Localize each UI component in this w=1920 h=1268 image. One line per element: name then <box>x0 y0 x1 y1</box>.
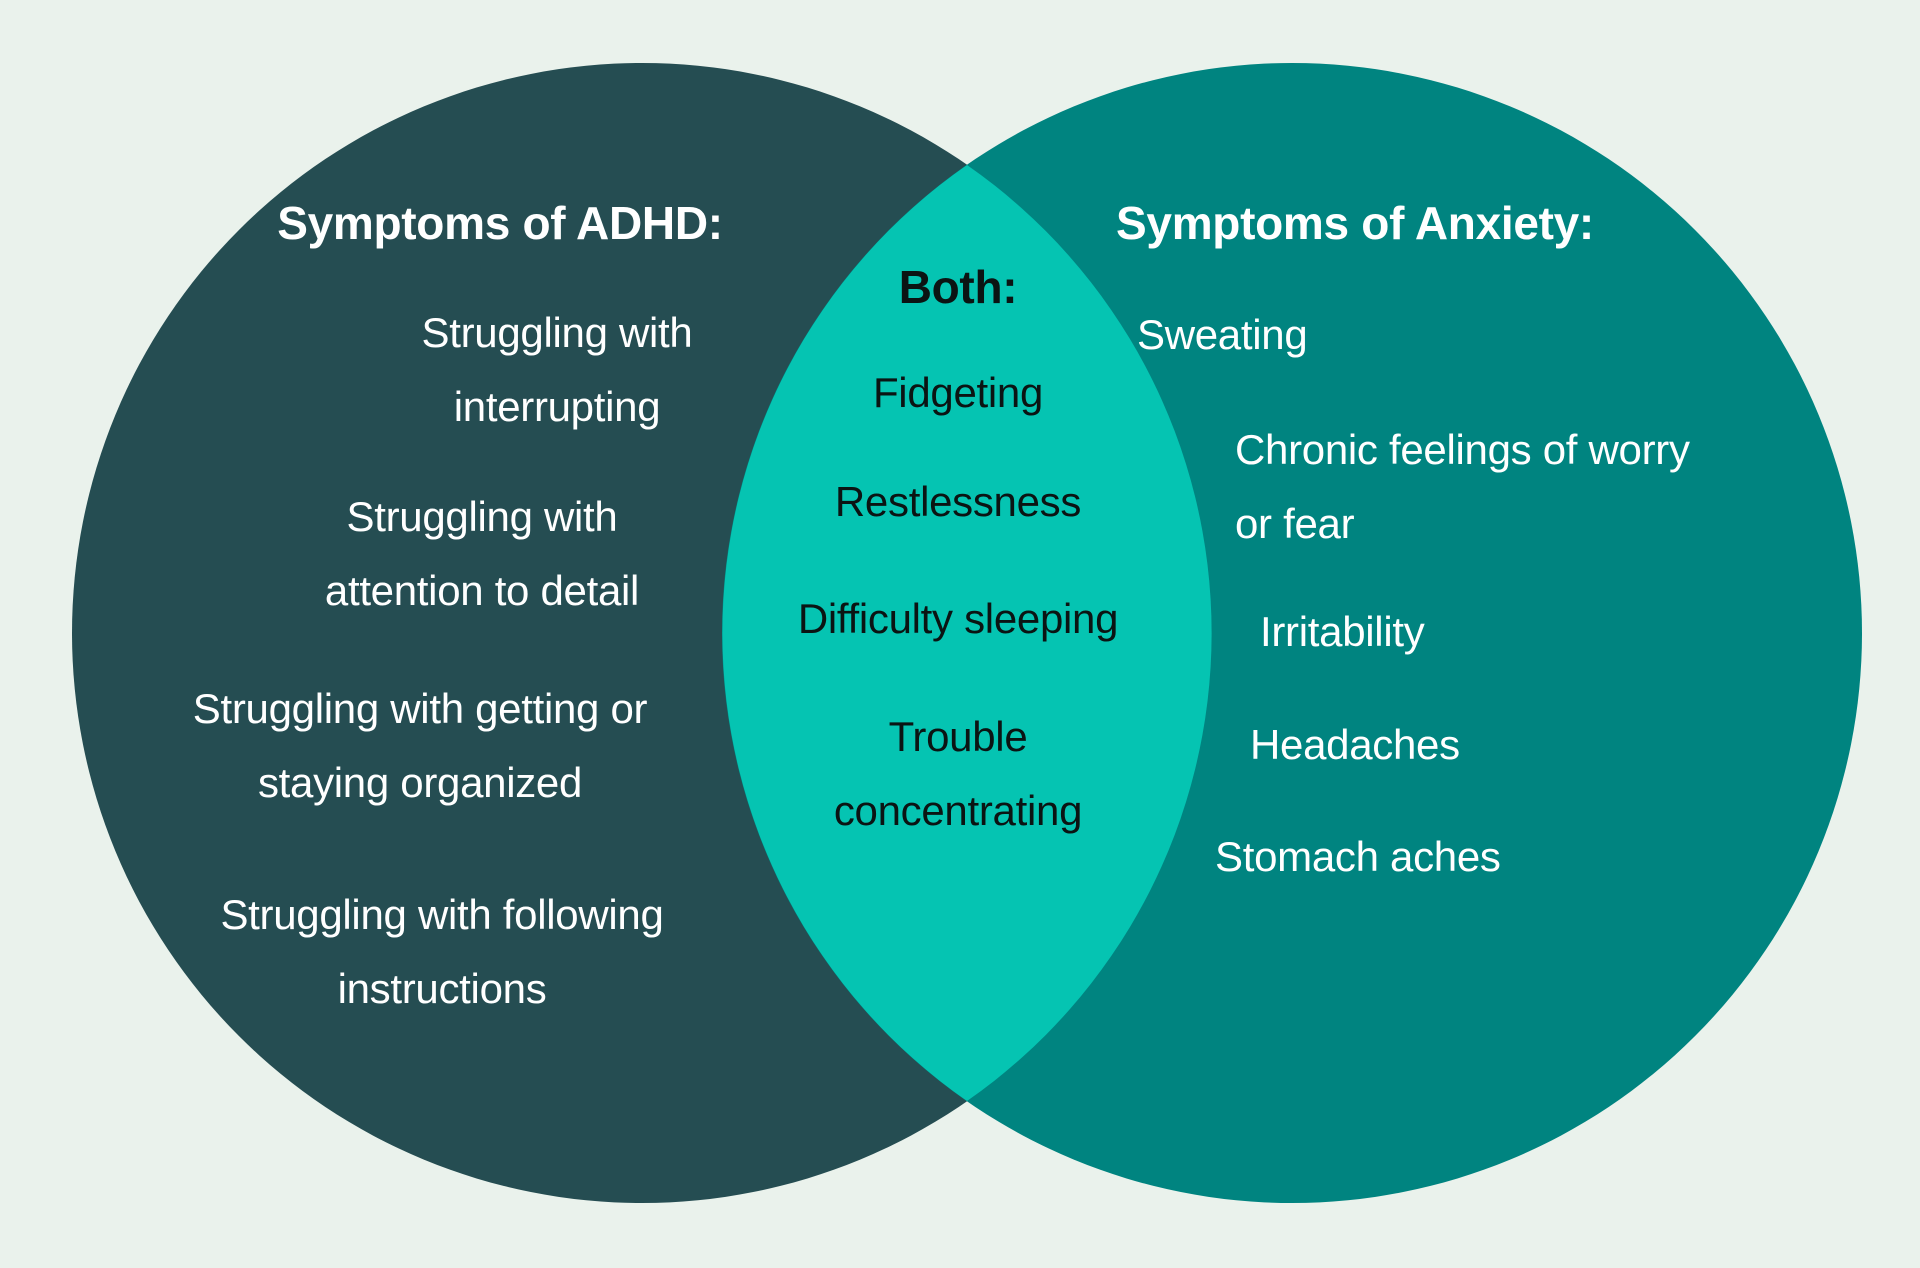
both-symptom-restlessness: Restlessness <box>834 478 1082 525</box>
intersection-lens <box>722 165 1212 1101</box>
anxiety-symptom-chronic-worry: Chronic feelings of worry or fear <box>1235 426 1690 547</box>
adhd-symptom-staying-organized: Struggling with getting or staying organ… <box>192 685 648 806</box>
anxiety-symptom-irritability: Irritability <box>1260 608 1425 655</box>
both-section-title: Both: <box>898 261 1018 313</box>
adhd-symptom-attention-to-detail: Struggling with attention to detail <box>324 493 640 614</box>
both-symptom-fidgeting: Fidgeting <box>872 369 1044 416</box>
adhd-symptom-interrupting: Struggling with interrupting <box>421 309 693 430</box>
anxiety-symptom-sweating: Sweating <box>1137 311 1308 358</box>
adhd-section-title: Symptoms of ADHD: <box>277 197 723 249</box>
adhd-symptom-following-instructions: Struggling with following instructions <box>220 891 664 1012</box>
anxiety-symptom-stomach-aches: Stomach aches <box>1215 833 1501 880</box>
both-symptom-trouble-concentrating: Trouble concentrating <box>833 713 1083 834</box>
both-symptom-difficulty-sleeping: Difficulty sleeping <box>797 595 1119 642</box>
anxiety-symptom-headaches: Headaches <box>1250 721 1460 768</box>
anxiety-section-title: Symptoms of Anxiety: <box>1116 197 1594 249</box>
